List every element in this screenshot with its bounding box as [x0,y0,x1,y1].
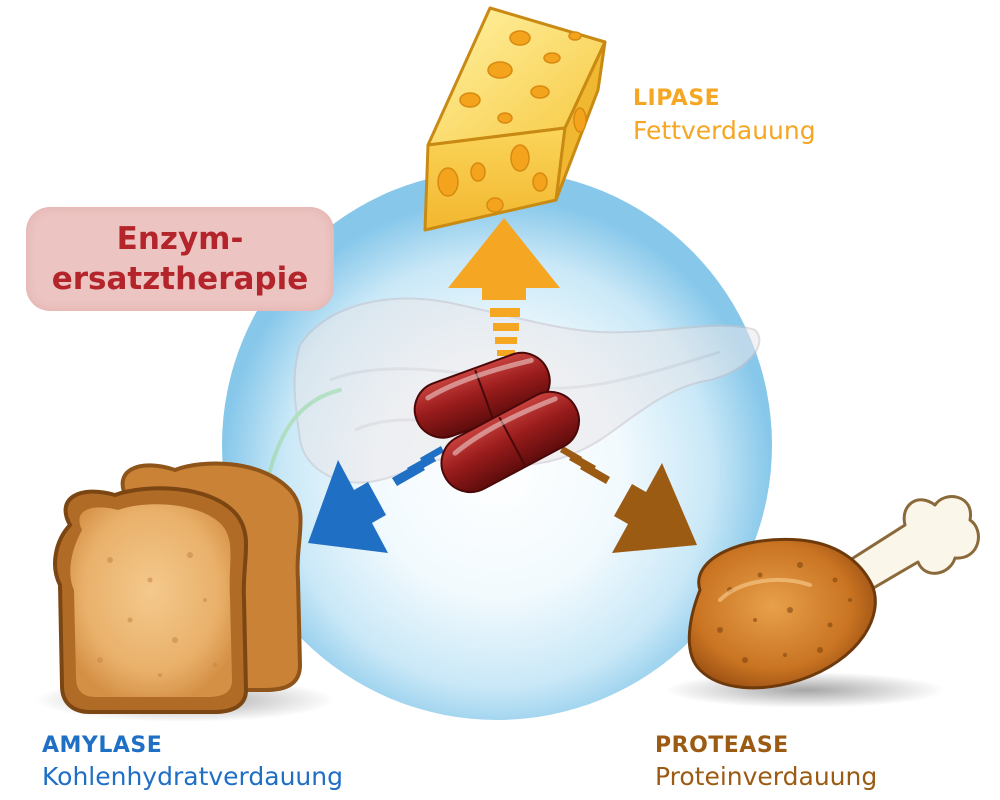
lipase-arrow [448,218,560,356]
protease-function: Proteinverdauung [655,762,878,791]
protease-name: PROTEASE [655,733,789,758]
badge-line-2: ersatztherapie [51,261,309,297]
amylase-name: AMYLASE [42,733,163,758]
chicken-leg-icon [665,495,980,708]
lipase-name: LIPASE [633,86,721,111]
amylase-arrow [308,446,444,553]
lipase-function: Fettverdauung [633,116,816,145]
therapy-badge: Enzym- ersatztherapie [26,207,334,311]
toast-icon [35,461,335,722]
cheese-icon [423,6,607,232]
protease-arrow [560,446,697,553]
capsule-icon [413,351,580,494]
badge-line-1: Enzym- [116,221,244,257]
amylase-function: Kohlenhydratverdauung [42,762,343,791]
